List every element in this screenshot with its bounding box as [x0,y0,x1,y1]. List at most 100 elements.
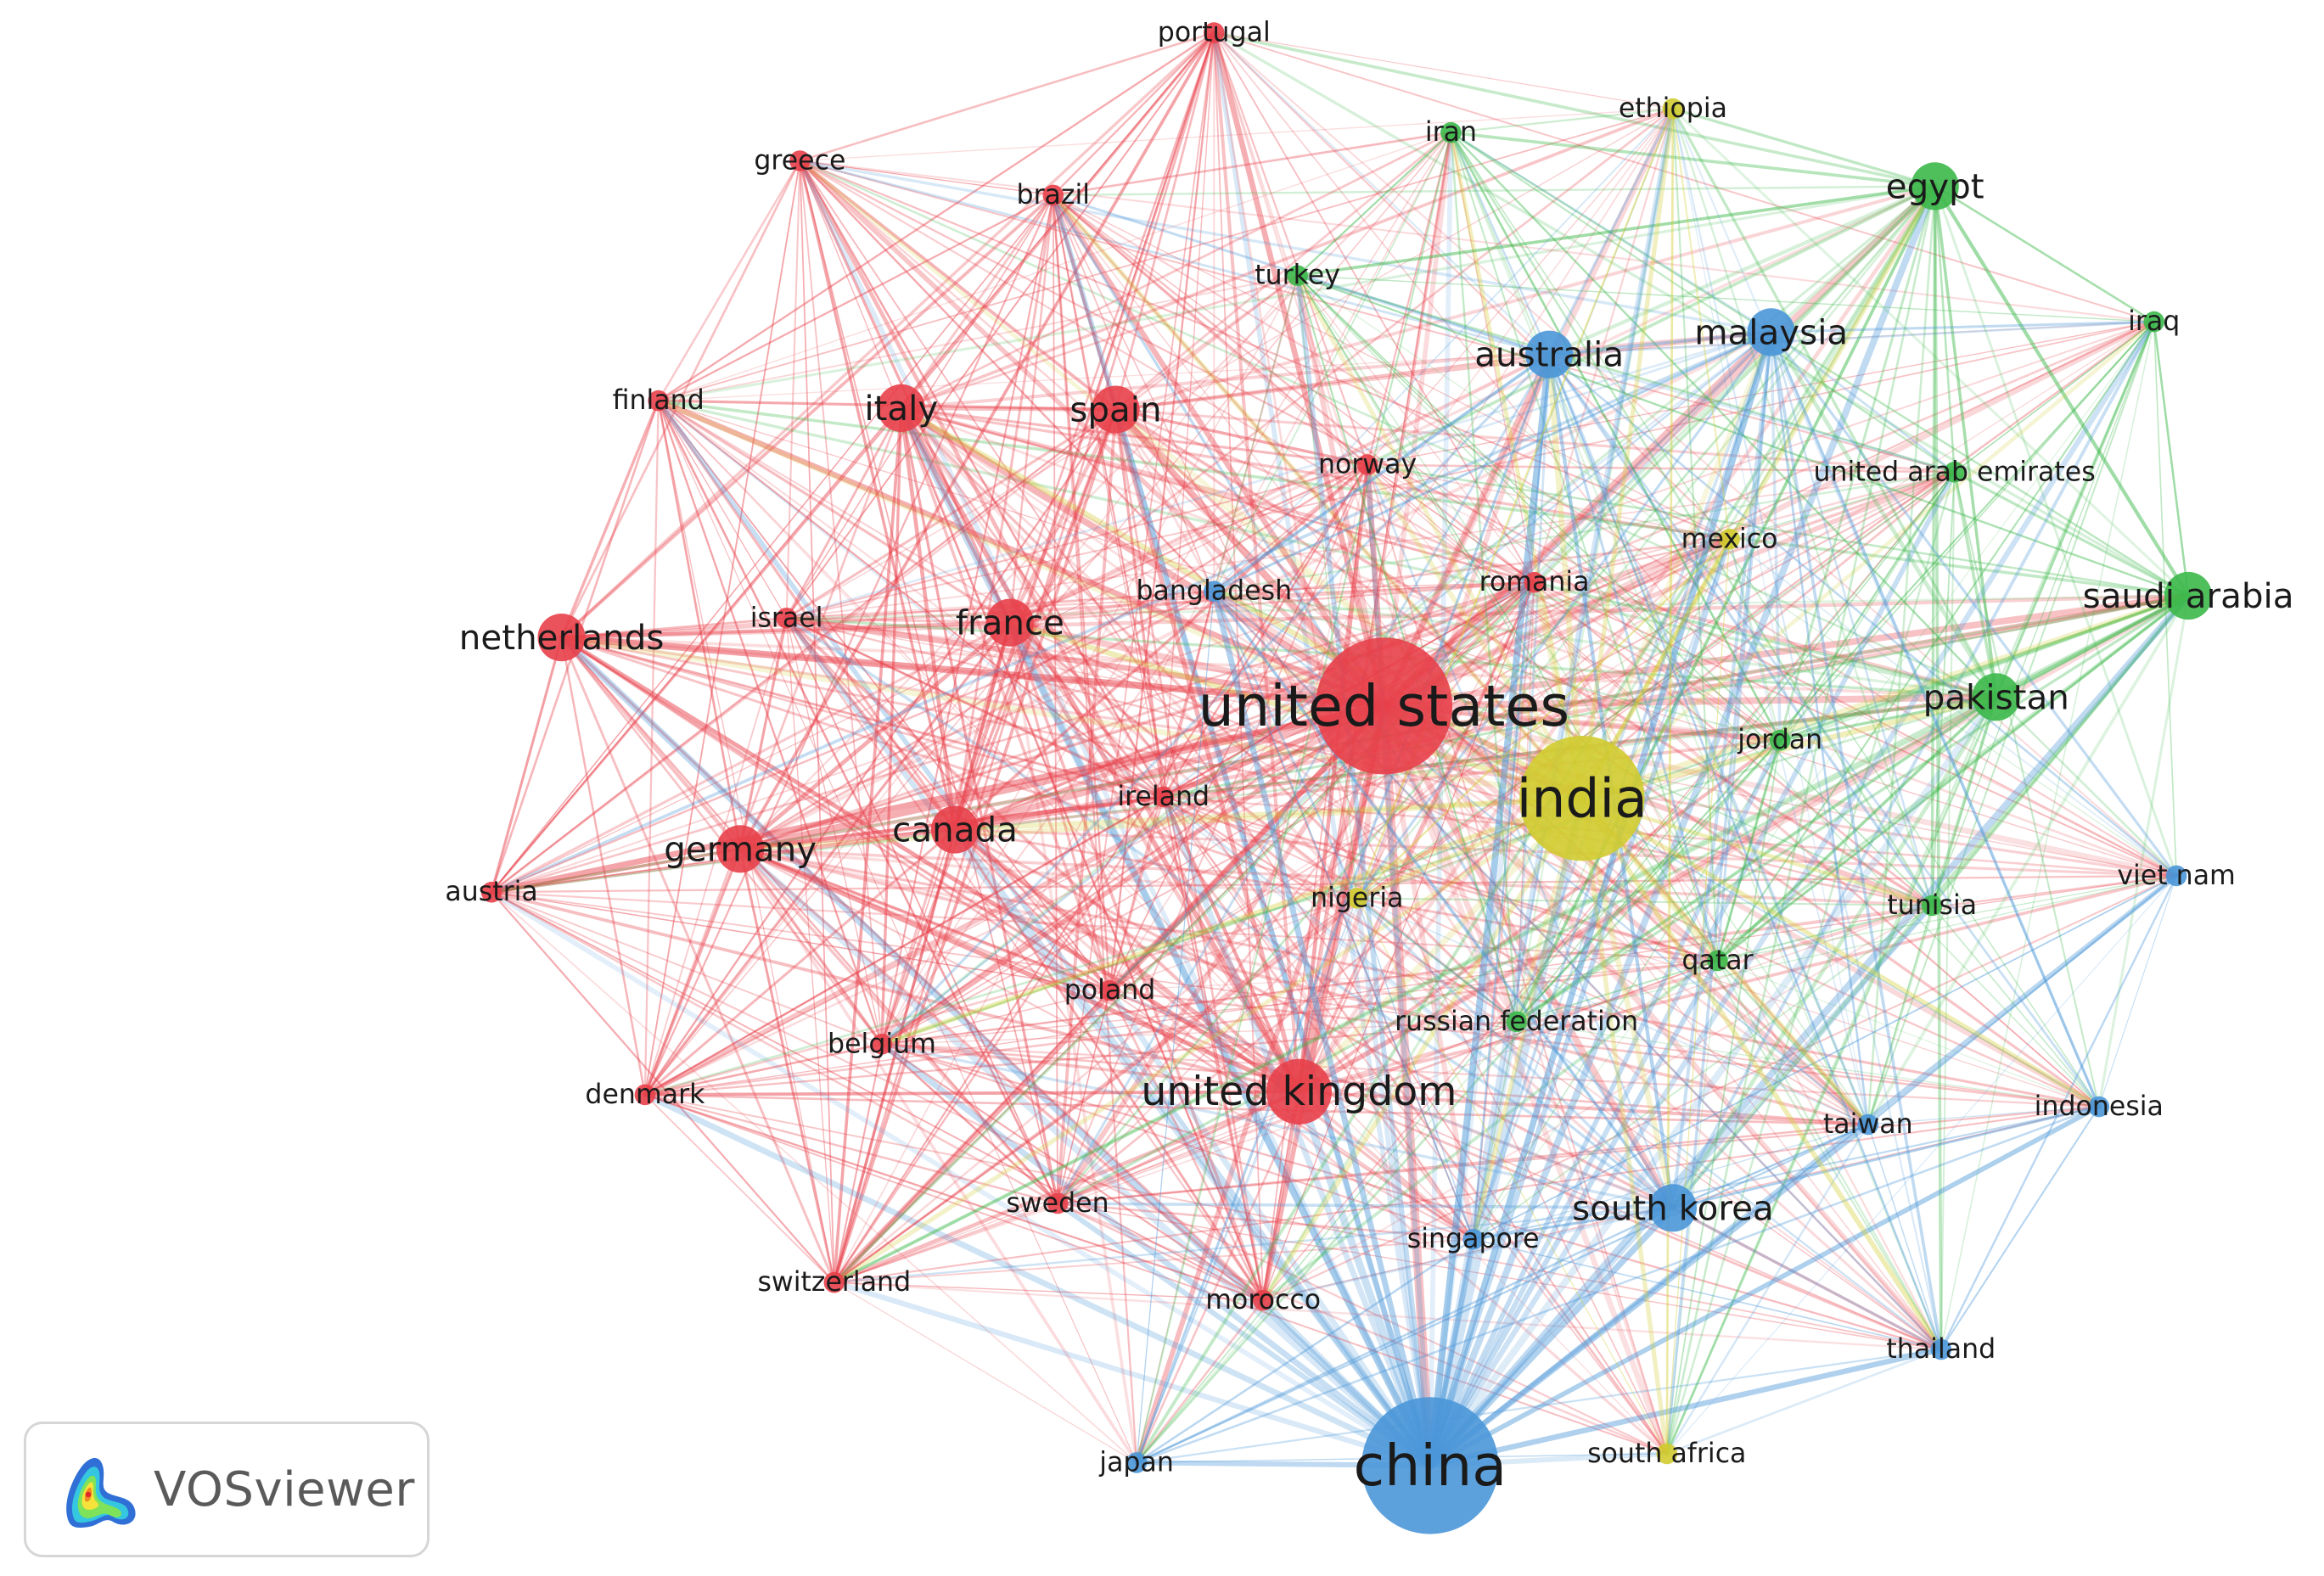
node-bangladesh[interactable] [1204,580,1225,602]
label-australia[interactable]: australia [1474,334,1624,375]
label-portugal[interactable]: portugal [1158,18,1271,48]
label-germany[interactable]: germany [664,828,817,869]
label-russian-federation[interactable]: russian federation [1395,1007,1638,1037]
label-iraq[interactable]: iraq [2128,306,2180,337]
label-canada[interactable]: canada [892,810,1018,850]
label-china[interactable]: china [1354,1433,1507,1499]
node-denmark[interactable] [634,1084,656,1106]
label-malaysia[interactable]: malaysia [1694,311,1848,352]
node-france[interactable] [985,598,1034,647]
label-austria[interactable]: austria [445,877,537,907]
node-singapore[interactable] [1462,1228,1484,1250]
node-israel[interactable] [776,608,797,629]
node-south-africa[interactable] [1656,1443,1678,1465]
label-romania[interactable]: romania [1479,567,1590,597]
node-nigeria[interactable] [1346,888,1368,909]
node-saudi-arabia[interactable] [2164,571,2213,620]
node-romania[interactable] [1524,571,1545,593]
label-united-arab-emirates[interactable]: united arab emirates [1814,457,2096,487]
node-australia[interactable] [1525,330,1574,379]
node-greece[interactable] [789,150,811,171]
node-italy[interactable] [877,384,925,432]
node-china[interactable] [1361,1397,1499,1534]
node-russian-federation[interactable] [1506,1011,1527,1033]
node-qatar[interactable] [1707,950,1728,972]
label-sweden[interactable]: sweden [1006,1188,1109,1219]
node-ethiopia[interactable] [1662,98,1684,120]
node-norway[interactable] [1356,454,1378,475]
label-brazil[interactable]: brazil [1017,180,1091,210]
node-tunisia[interactable] [1921,895,1943,917]
node-thailand[interactable] [1930,1338,1952,1360]
label-singapore[interactable]: singapore [1407,1224,1540,1254]
node-pakistan[interactable] [1972,673,2020,721]
node-brazil[interactable] [1042,184,1064,206]
label-netherlands[interactable]: netherlands [459,617,665,658]
node-canada[interactable] [930,805,980,854]
label-turkey[interactable]: turkey [1255,261,1340,291]
node-morocco[interactable] [1252,1289,1274,1311]
label-poland[interactable]: poland [1064,975,1156,1006]
label-israel[interactable]: israel [750,603,823,633]
label-south-korea[interactable]: south korea [1572,1187,1774,1228]
label-morocco[interactable]: morocco [1205,1285,1321,1315]
node-mexico[interactable] [1719,529,1740,550]
node-united-states[interactable] [1315,637,1453,775]
node-south-korea[interactable] [1648,1184,1697,1232]
label-viet-nam[interactable]: viet nam [2117,861,2236,891]
node-indonesia[interactable] [2088,1096,2110,1118]
node-portugal[interactable] [1204,22,1225,43]
label-ireland[interactable]: ireland [1117,782,1210,812]
node-sweden[interactable] [1047,1192,1069,1214]
label-saudi-arabia[interactable]: saudi arabia [2083,575,2294,616]
label-nigeria[interactable]: nigeria [1311,883,1403,913]
label-south-africa[interactable]: south africa [1587,1439,1746,1469]
label-united-states[interactable]: united states [1198,673,1569,739]
label-greece[interactable]: greece [754,146,845,177]
node-austria[interactable] [480,881,502,903]
node-viet-nam[interactable] [2165,865,2187,887]
label-france[interactable]: france [956,603,1064,643]
node-turkey[interactable] [1287,265,1308,287]
label-indonesia[interactable]: indonesia [2035,1091,2164,1122]
node-netherlands[interactable] [537,614,586,662]
label-taiwan[interactable]: taiwan [1823,1109,1913,1140]
label-spain[interactable]: spain [1069,390,1161,430]
node-india[interactable] [1519,736,1645,861]
label-finland[interactable]: finland [613,385,704,416]
node-malaysia[interactable] [1747,308,1795,356]
label-norway[interactable]: norway [1318,450,1417,480]
node-switzerland[interactable] [823,1271,845,1293]
node-egypt[interactable] [1911,162,1959,210]
label-japan[interactable]: japan [1098,1447,1174,1478]
node-jordan[interactable] [1769,729,1791,751]
node-ireland[interactable] [1153,786,1174,808]
node-japan[interactable] [1126,1452,1148,1473]
node-iran[interactable] [1440,121,1462,143]
label-denmark[interactable]: denmark [585,1080,705,1110]
node-taiwan[interactable] [1857,1113,1879,1136]
label-pakistan[interactable]: pakistan [1923,676,2069,717]
node-united-arab-emirates[interactable] [1944,462,1965,483]
label-italy[interactable]: italy [864,388,938,429]
node-spain[interactable] [1092,385,1140,434]
label-qatar[interactable]: qatar [1681,945,1753,976]
label-thailand[interactable]: thailand [1886,1334,1996,1365]
label-jordan[interactable]: jordan [1737,725,1822,755]
node-germany[interactable] [716,825,765,873]
label-united-kingdom[interactable]: united kingdom [1141,1068,1457,1115]
label-bangladesh[interactable]: bangladesh [1136,576,1292,607]
label-iran[interactable]: iran [1425,117,1477,148]
label-india[interactable]: india [1517,767,1648,830]
node-iraq[interactable] [2143,311,2164,333]
label-egypt[interactable]: egypt [1886,165,1984,206]
label-tunisia[interactable]: tunisia [1887,890,1977,921]
node-poland[interactable] [1099,979,1120,1001]
label-switzerland[interactable]: switzerland [757,1267,911,1298]
node-united-kingdom[interactable] [1266,1058,1332,1125]
node-finland[interactable] [648,390,669,412]
label-mexico[interactable]: mexico [1681,524,1778,554]
label-belgium[interactable]: belgium [828,1029,936,1059]
node-belgium[interactable] [871,1034,893,1055]
